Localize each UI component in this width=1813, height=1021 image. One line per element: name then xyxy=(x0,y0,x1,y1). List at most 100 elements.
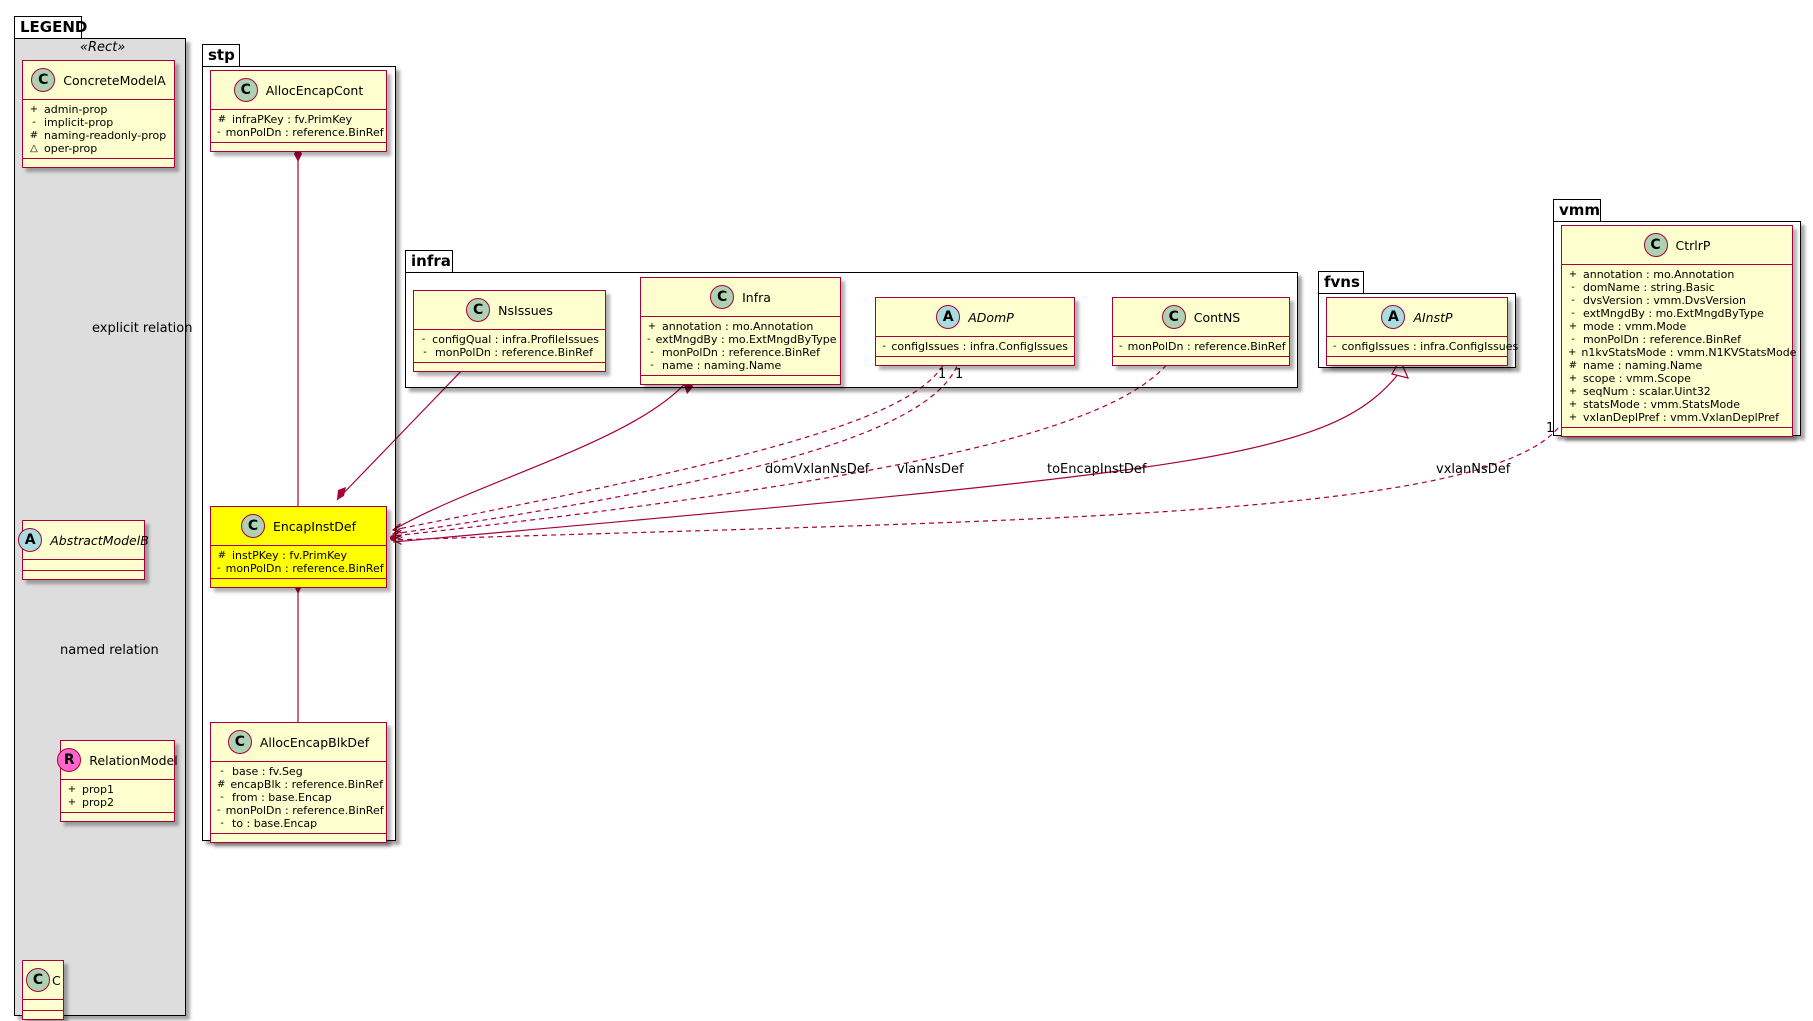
explicit-relation-label: explicit relation xyxy=(92,321,193,336)
public-icon: + xyxy=(67,783,77,795)
class-name: ADomP xyxy=(968,309,1014,325)
vxlan-ns-def-line xyxy=(393,427,1559,540)
attribute: dvsVersion : vmm.DvsVersion xyxy=(1583,294,1746,307)
class-attributes: +annotation : mo.Annotation -domName : s… xyxy=(1562,265,1796,428)
private-icon: - xyxy=(650,359,654,371)
private-icon: - xyxy=(217,562,221,574)
public-icon: + xyxy=(67,796,77,808)
private-icon: - xyxy=(650,346,654,358)
abstract-icon: A xyxy=(18,528,43,552)
vlan-ns-def-line xyxy=(393,357,961,534)
class-name: RelationModel xyxy=(89,752,178,768)
private-icon: - xyxy=(421,333,426,345)
private-icon: - xyxy=(1571,307,1575,319)
private-icon: - xyxy=(882,340,886,352)
class-name: ContNS xyxy=(1193,309,1241,325)
to-encap-inst-def-line xyxy=(393,357,1173,536)
class-icon: C xyxy=(227,730,252,754)
class-name: AllocEncapBlkDef xyxy=(259,734,370,750)
protected-icon: # xyxy=(217,778,226,790)
attribute: from : base.Encap xyxy=(232,791,332,804)
private-icon: - xyxy=(220,791,224,803)
class-name: C xyxy=(52,972,61,988)
public-icon: + xyxy=(1568,385,1578,397)
class-name: ConcreteModelA xyxy=(63,72,166,88)
attribute: oper-prop xyxy=(44,142,98,155)
class-name: AInstP xyxy=(1413,309,1453,325)
private-icon: - xyxy=(423,346,427,358)
attribute: encapBlk : reference.BinRef xyxy=(230,778,383,791)
infra-package xyxy=(405,272,1298,388)
public-icon: + xyxy=(1568,320,1578,332)
class-attributes: #instPKey : fv.PrimKey -monPolDn : refer… xyxy=(211,546,386,579)
attribute: monPolDn : reference.BinRef xyxy=(225,804,384,817)
attribute: n1kvStatsMode : vmm.N1KVStatsMode xyxy=(1581,346,1797,359)
class-icon: C xyxy=(466,298,491,322)
stp-package-tab: stp xyxy=(202,44,240,66)
ainstp-generalization-line xyxy=(392,371,1401,543)
ainstp-class[interactable]: A AInstP -configIssues : infra.ConfigIssu… xyxy=(1326,297,1518,366)
abstract-icon: A xyxy=(936,305,961,329)
class-name: EncapInstDef xyxy=(272,518,357,534)
attribute: name : naming.Name xyxy=(662,359,782,372)
class-name: Infra xyxy=(742,289,771,305)
vlan-ns-def-label: vlanNsDef xyxy=(897,462,964,477)
private-icon: - xyxy=(1571,281,1575,293)
private-icon: - xyxy=(1571,294,1575,306)
class-icon: C xyxy=(1643,233,1668,257)
public-icon: + xyxy=(1568,398,1578,410)
attribute: instPKey : fv.PrimKey xyxy=(232,549,348,562)
multiplicity-label: 1 xyxy=(1546,421,1555,436)
fvns-package-title: fvns xyxy=(1324,273,1360,291)
legend-package-title: LEGEND xyxy=(20,18,88,36)
ns-issues-composition xyxy=(336,363,469,501)
attribute: extMngdBy : mo.ExtMngdByType xyxy=(1583,307,1764,320)
infra-composition xyxy=(392,377,691,531)
attribute: annotation : mo.Annotation xyxy=(1583,268,1735,281)
attribute: naming-readonly-prop xyxy=(44,129,167,142)
class-attributes: -configQual : infra.ProfileIssues -monPo… xyxy=(414,330,605,363)
attribute: admin-prop xyxy=(44,103,108,116)
attribute: mode : vmm.Mode xyxy=(1583,320,1687,333)
attribute: monPolDn : reference.BinRef xyxy=(1583,333,1741,346)
encap-inst-def-anchor xyxy=(390,535,396,541)
vxlan-ns-def-label: vxlanNsDef xyxy=(1436,462,1511,477)
attribute: implicit-prop xyxy=(44,116,114,129)
abstract-icon: A xyxy=(1381,305,1406,329)
attribute: monPolDn : reference.BinRef xyxy=(1127,340,1286,353)
attribute: statsMode : vmm.StatsMode xyxy=(1583,398,1740,411)
attribute: extMngdBy : mo.ExtMngdByType xyxy=(655,333,837,346)
class-attributes: -base : fv.Seg #encapBlk : reference.Bin… xyxy=(211,762,386,834)
private-icon: - xyxy=(1333,340,1337,352)
attribute: scope : vmm.Scope xyxy=(1583,372,1691,385)
class-icon: C xyxy=(240,514,265,538)
private-icon: - xyxy=(220,765,224,777)
to-encap-inst-def-label: toEncapInstDef xyxy=(1047,462,1147,477)
attribute: domName : string.Basic xyxy=(1583,281,1715,294)
fvns-package-tab: fvns xyxy=(1318,271,1364,293)
fvns-package xyxy=(1318,293,1516,368)
dom-vxlan-ns-def-label: domVxlanNsDef xyxy=(765,462,870,477)
multiplicity-label: 1 xyxy=(955,367,964,382)
vmm-package-title: vmm xyxy=(1559,201,1601,219)
attribute: configIssues : infra.ConfigIssues xyxy=(1341,340,1519,353)
attribute: prop1 xyxy=(82,783,114,796)
attribute: annotation : mo.Annotation xyxy=(662,320,814,333)
protected-icon: # xyxy=(29,129,39,141)
class-attributes: #infraPKey : fv.PrimKey -monPolDn : refe… xyxy=(211,110,386,143)
alloc-encap-blk-def-class[interactable]: C AllocEncapBlkDef -base : fv.Seg #encapB… xyxy=(210,722,387,843)
class-icon: C xyxy=(710,285,735,309)
protected-icon: # xyxy=(217,549,227,561)
